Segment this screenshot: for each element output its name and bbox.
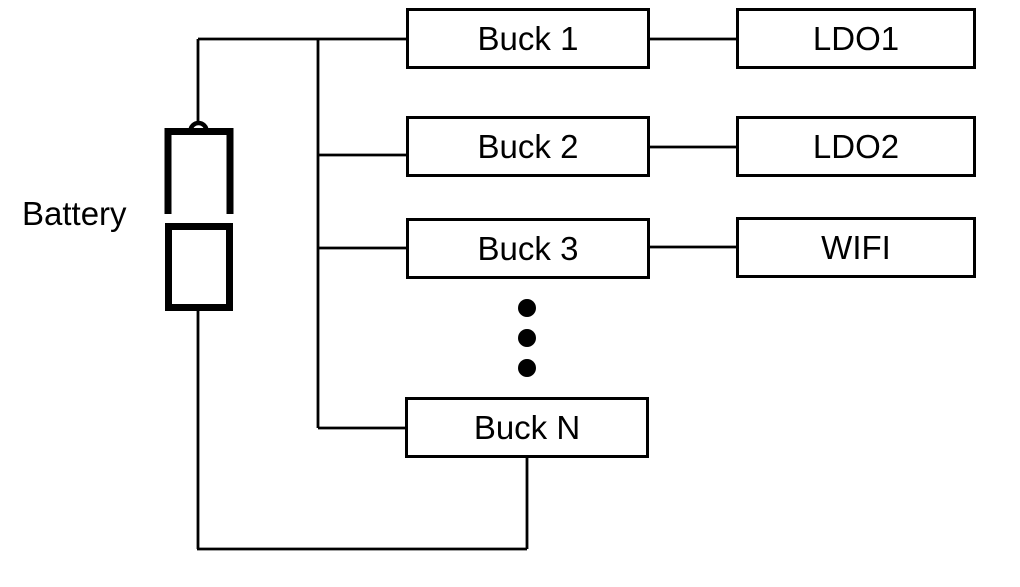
node-buck-n: Buck N [405,397,649,458]
node-buck-3: Buck 3 [406,218,650,279]
node-buck-3-label: Buck 3 [477,229,579,267]
node-buck-2-label: Buck 2 [477,127,579,165]
ellipsis-dot-icon [518,329,536,347]
node-ldo1-label: LDO1 [812,19,900,57]
node-ldo1: LDO1 [736,8,976,69]
battery-icon [164,120,234,311]
node-wifi-label: WIFI [821,228,891,266]
node-wifi: WIFI [736,217,976,278]
node-buck-n-label: Buck N [473,408,581,446]
node-buck-1-label: Buck 1 [477,19,579,57]
ellipsis-dot-icon [518,359,536,377]
battery-top-cell-icon [164,128,234,214]
node-buck-2: Buck 2 [406,116,650,177]
ellipsis-dots-icon [518,299,536,377]
battery-bottom-cell-icon [165,223,233,311]
node-ldo2-label: LDO2 [812,127,900,165]
node-buck-1: Buck 1 [406,8,650,69]
ellipsis-dot-icon [518,299,536,317]
wire-group [196,37,738,551]
node-ldo2: LDO2 [736,116,976,177]
battery-label: Battery [22,195,127,232]
